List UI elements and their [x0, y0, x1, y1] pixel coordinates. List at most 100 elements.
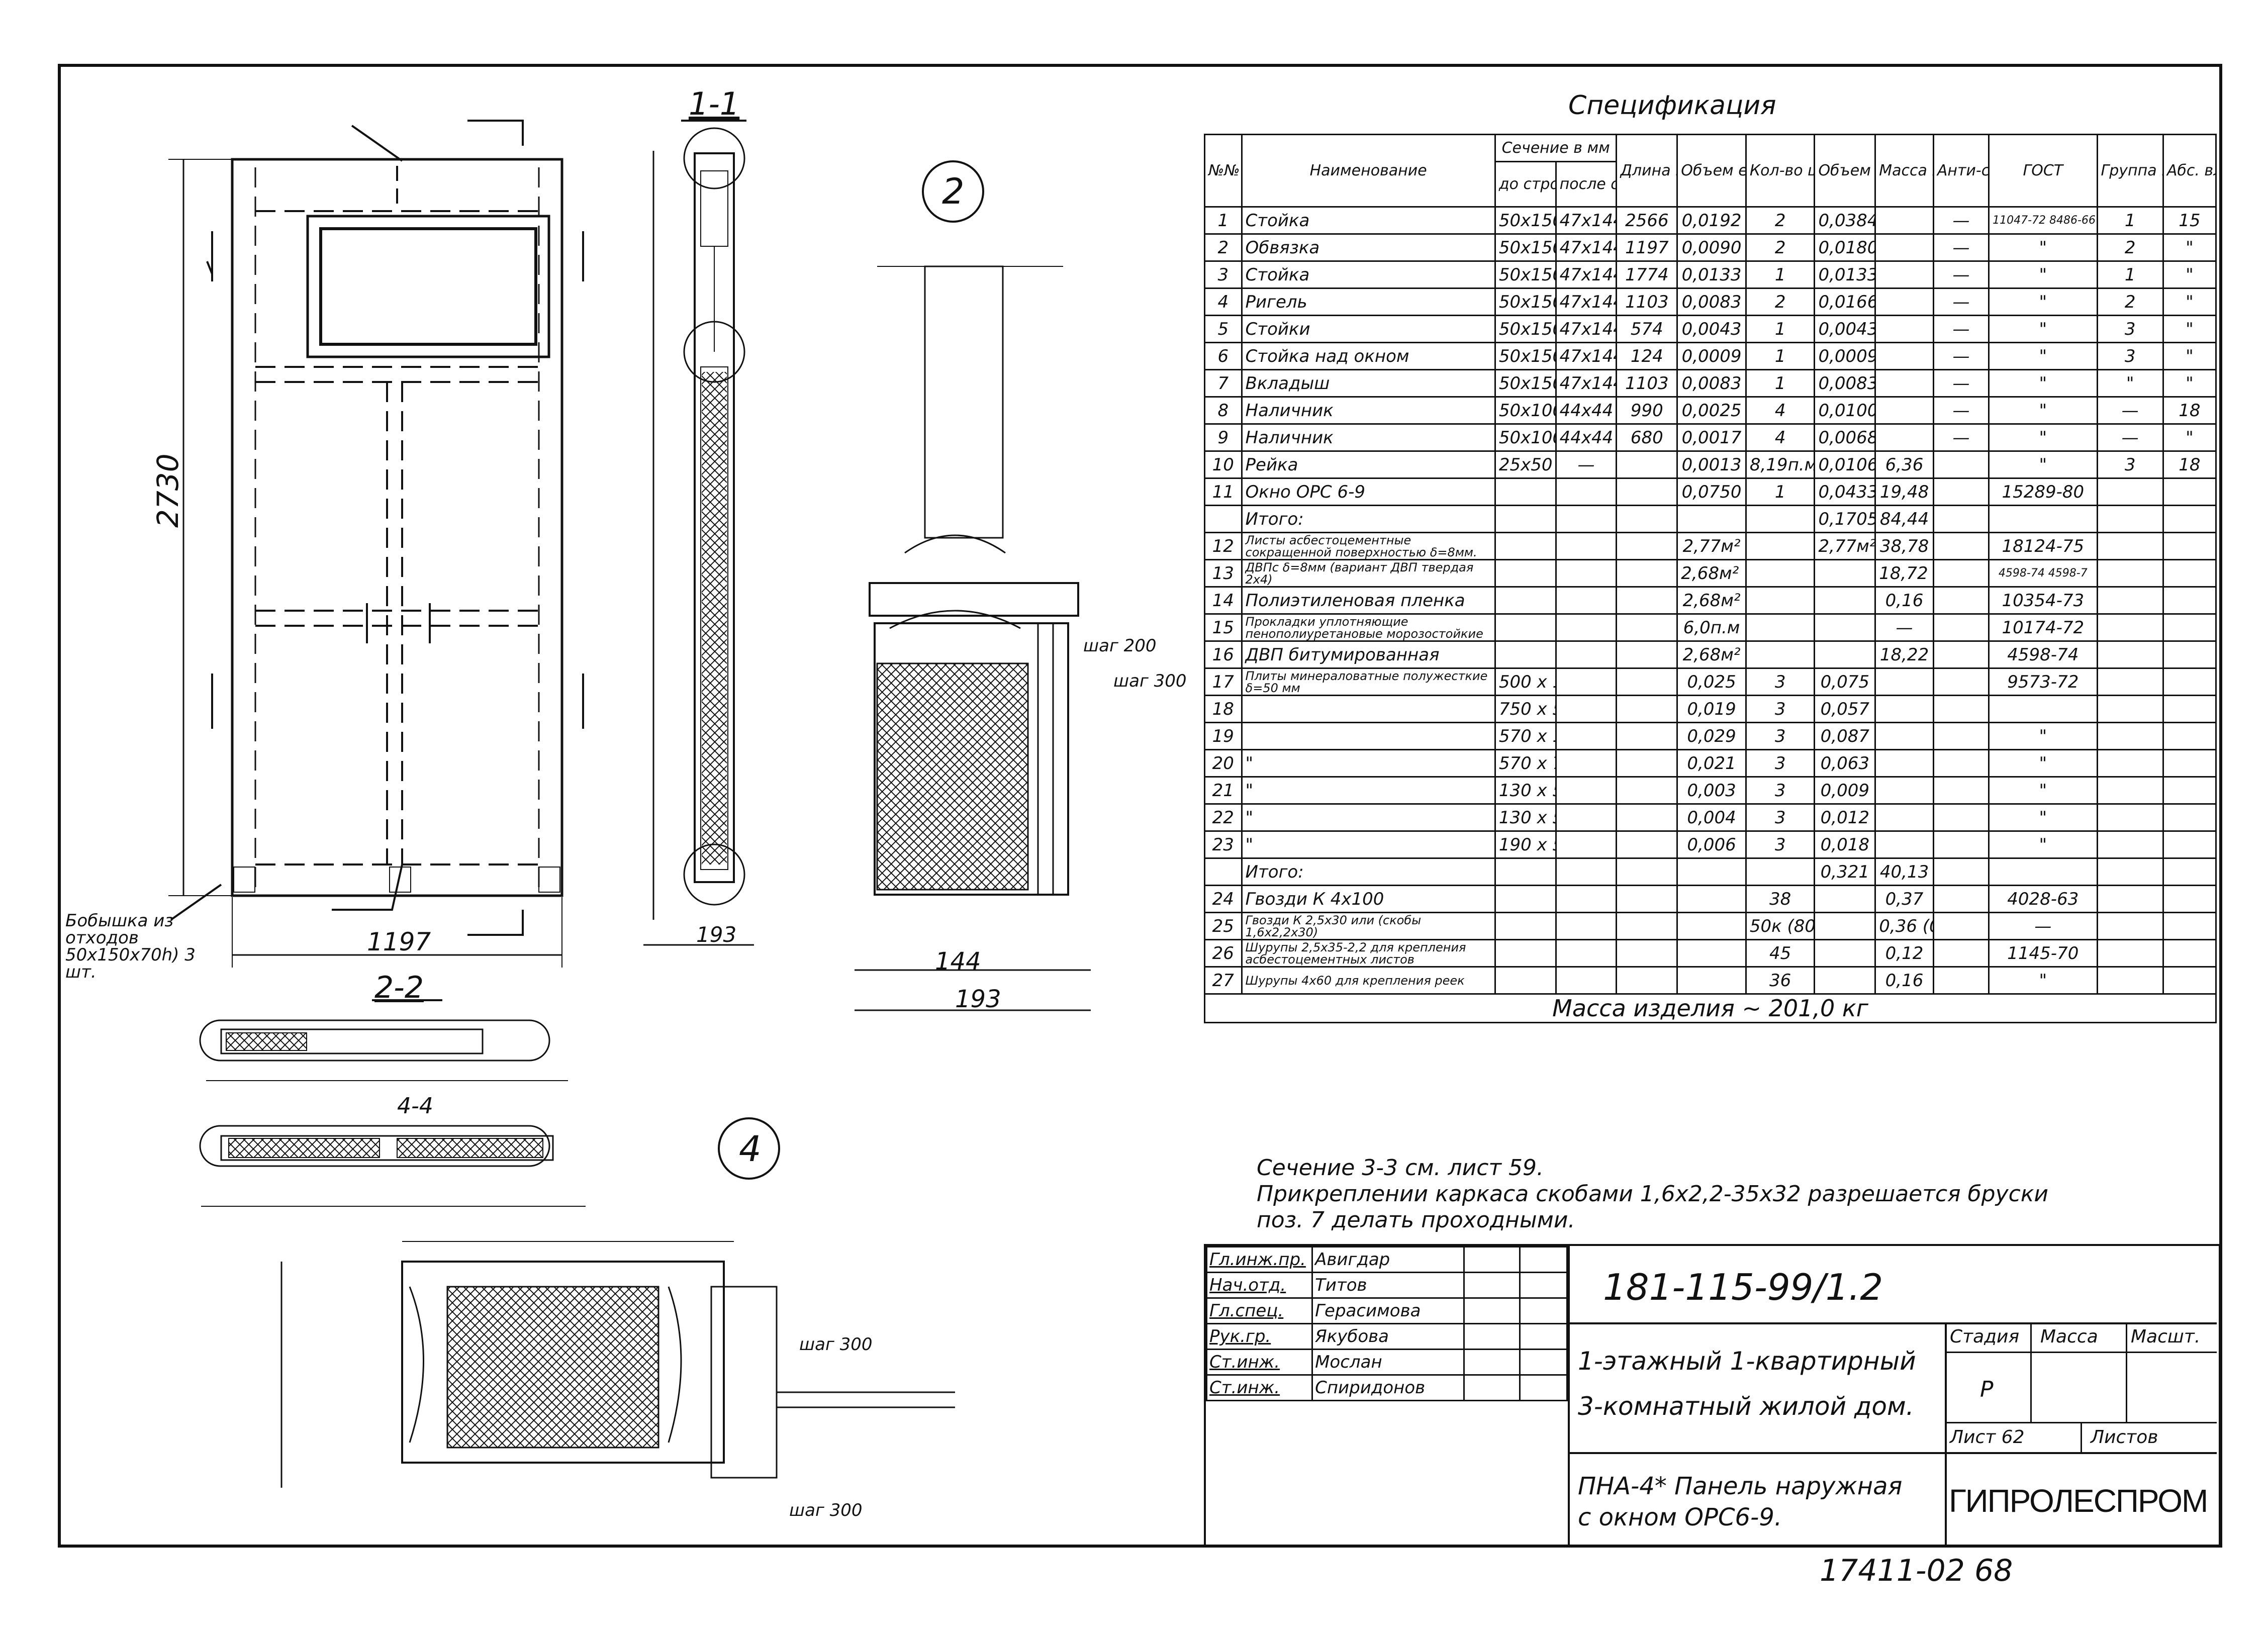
- spec-cell: [1932, 532, 1990, 560]
- spec-cell: 6,0п.м: [1676, 613, 1747, 642]
- scale-label: Масшт.: [2131, 1326, 2201, 1347]
- spec-cell: 3: [1745, 749, 1816, 778]
- spec-cell: ": [1988, 749, 2098, 778]
- spec-cell: —: [1932, 260, 1990, 289]
- spec-cell: 1: [1204, 206, 1243, 235]
- spec-cell: 47х144: [1555, 287, 1618, 316]
- spec-cell: [2096, 477, 2164, 506]
- spec-cell: 15: [2162, 206, 2217, 235]
- spec-cell: 1: [2096, 260, 2164, 289]
- step-300-a: шаг 300: [1113, 671, 1187, 691]
- spec-title: Спецификация: [1568, 90, 1776, 121]
- spec-cell: [1616, 532, 1678, 560]
- spec-cell: ": [1988, 722, 2098, 750]
- spec-cell: [2162, 857, 2217, 886]
- spec-cell: 2: [1745, 287, 1816, 316]
- spec-cell: [1874, 396, 1934, 425]
- spec-cell: 47х144: [1555, 260, 1618, 289]
- staff-signature: [1463, 1272, 1521, 1299]
- spec-cell: 0,006: [1676, 830, 1747, 859]
- spec-cell-name: Гвозди К 2,5х30 или (скобы 1,6х2,2х30): [1241, 912, 1496, 940]
- spec-cell: 2: [2096, 233, 2164, 262]
- spec-cell: [1932, 885, 1990, 913]
- spec-cell: 9: [1204, 423, 1243, 452]
- spec-cell: 9573-72: [1988, 667, 2098, 696]
- spec-cell: 3: [1745, 667, 1816, 696]
- note-line-3: поз. 7 делать проходными.: [1257, 1207, 1575, 1233]
- spec-cell: 3: [2096, 450, 2164, 479]
- spec-cell: 6: [1204, 342, 1243, 370]
- spec-cell: 4: [1745, 423, 1816, 452]
- staff-signature: [1463, 1349, 1521, 1376]
- th-length: Длина в мм: [1616, 134, 1678, 208]
- spec-cell-name: ": [1241, 803, 1496, 832]
- spec-cell: ": [1988, 396, 2098, 425]
- spec-cell: —: [1874, 613, 1934, 642]
- spec-cell: 17: [1204, 667, 1243, 696]
- staff-date: [1519, 1349, 1568, 1376]
- spec-cell: [2096, 912, 2164, 940]
- spec-cell: 10174-72: [1988, 613, 2098, 642]
- spec-cell-name: Шурупы 4х60 для крепления реек: [1241, 966, 1496, 995]
- spec-cell: [1814, 586, 1876, 615]
- spec-cell: 0,029: [1676, 722, 1747, 750]
- spec-total: Масса изделия ∼ 201,0 кг: [1204, 993, 2217, 1023]
- spec-cell: [1616, 586, 1678, 615]
- spec-cell: ": [1988, 315, 2098, 343]
- spec-cell: 4: [1745, 396, 1816, 425]
- spec-cell: 19: [1204, 722, 1243, 750]
- spec-cell: 0,003: [1676, 776, 1747, 805]
- spec-cell: 21: [1204, 776, 1243, 805]
- spec-cell: [1616, 912, 1678, 940]
- spec-cell: 0,0068: [1814, 423, 1876, 452]
- spec-cell: 25: [1204, 912, 1243, 940]
- spec-cell: [2096, 722, 2164, 750]
- spec-cell: [1932, 749, 1990, 778]
- spec-cell: 44х44: [1555, 423, 1618, 452]
- spec-cell: [1676, 857, 1747, 886]
- spec-cell: 4598-74: [1988, 640, 2098, 669]
- step-200-a: шаг 200: [1083, 636, 1157, 656]
- label-section-1-1: 1-1: [689, 85, 740, 122]
- spec-cell: [2096, 559, 2164, 588]
- spec-cell: 47х144: [1555, 206, 1618, 235]
- label-section-2-2: 2-2: [374, 970, 424, 1005]
- spec-cell: [1494, 939, 1557, 968]
- spec-cell: [1874, 342, 1934, 370]
- spec-body: 1Стойка50х15047х14425660,019220,0384—110…: [1204, 206, 2217, 995]
- spec-cell: [1932, 450, 1990, 479]
- spec-cell: [1988, 505, 2098, 533]
- spec-cell: [1814, 912, 1876, 940]
- spec-cell: 0,321: [1814, 857, 1876, 886]
- staff-role: Гл.спец.: [1205, 1297, 1313, 1324]
- spec-cell: 0,004: [1676, 803, 1747, 832]
- spec-cell: 1103: [1616, 369, 1678, 398]
- spec-cell: [1932, 640, 1990, 669]
- spec-cell: [1494, 477, 1557, 506]
- spec-cell: [1745, 559, 1816, 588]
- spec-cell: [2096, 776, 2164, 805]
- section-1-1: [643, 120, 754, 946]
- spec-cell: [2162, 912, 2217, 940]
- spec-cell: —: [1932, 315, 1990, 343]
- spec-cell: 1145-70: [1988, 939, 2098, 968]
- spec-cell: 18124-75: [1988, 532, 2098, 560]
- spec-cell: ": [1988, 450, 2098, 479]
- spec-cell: 1: [1745, 260, 1816, 289]
- spec-cell: [1555, 966, 1618, 995]
- spec-cell: 18: [2162, 396, 2217, 425]
- spec-cell: [1616, 749, 1678, 778]
- spec-cell: [1874, 695, 1934, 723]
- sheet-frame: [58, 64, 2222, 1548]
- spec-cell: 16: [1204, 640, 1243, 669]
- spec-cell: [2096, 532, 2164, 560]
- spec-cell: [1814, 939, 1876, 968]
- spec-row: 7Вкладыш50х15047х14411030,008310,0083—""…: [1204, 369, 2217, 398]
- spec-cell: ": [2162, 233, 2217, 262]
- spec-cell-name: Стойки: [1241, 315, 1496, 343]
- spec-cell: [1745, 857, 1816, 886]
